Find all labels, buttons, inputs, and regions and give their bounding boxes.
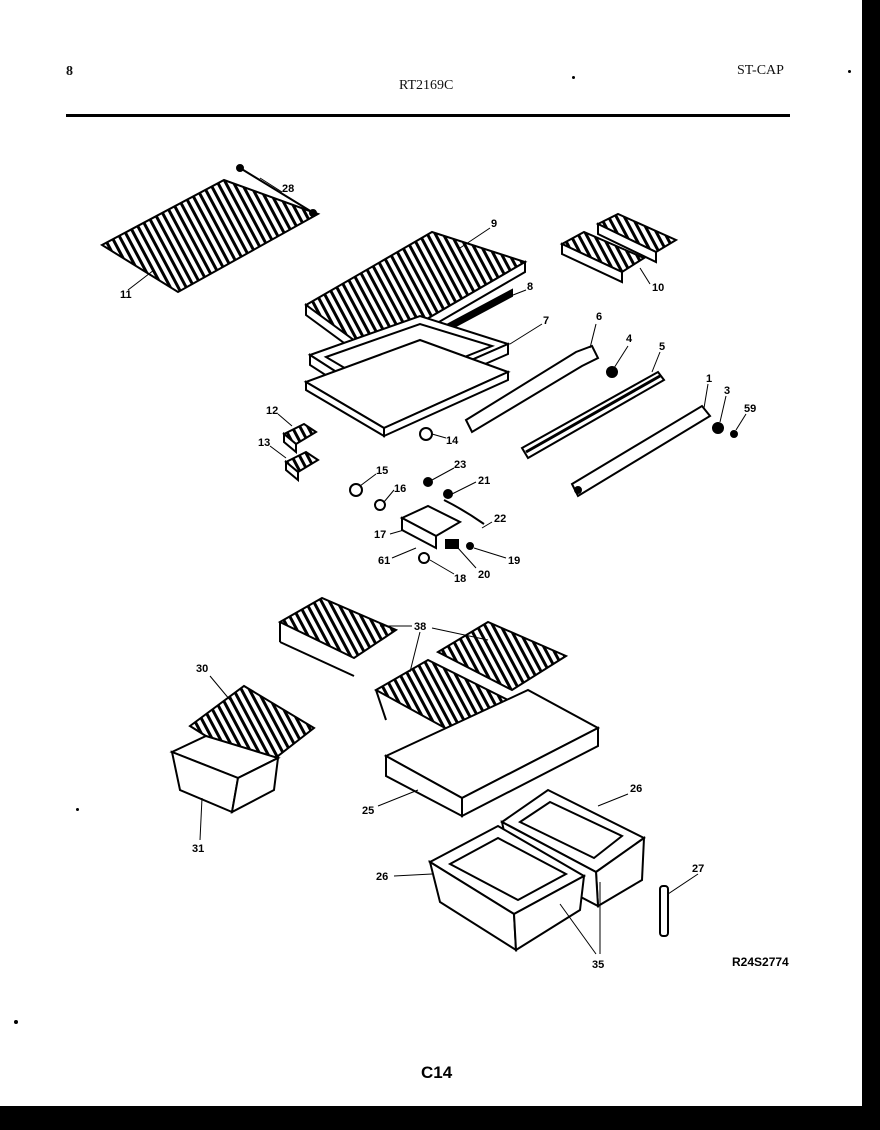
scan-speck [14, 1020, 18, 1024]
callout-1: 1 [706, 373, 712, 385]
clip-13 [284, 450, 320, 483]
callout-7: 7 [543, 315, 549, 327]
callout-17: 17 [374, 529, 386, 541]
fastener-3 [712, 422, 724, 434]
diagram-reference-number: R24S2774 [732, 955, 789, 969]
callout-labels: 28 11 9 10 8 7 6 4 5 1 3 59 12 13 14 15 … [120, 183, 756, 971]
callout-35: 35 [592, 959, 604, 971]
crisper-drawer-left [427, 824, 587, 952]
scan-speck [848, 70, 851, 73]
callout-30: 30 [196, 663, 208, 675]
bushing-14 [419, 427, 433, 441]
parts-diagram-page: 8 RT2169C ST-CAP [0, 0, 862, 1106]
wire-shelf-right-upper [435, 620, 569, 692]
callout-21: 21 [478, 475, 490, 487]
crisper-cover [383, 688, 601, 818]
callout-10: 10 [652, 282, 664, 294]
ice-trays [559, 212, 679, 284]
scan-speck [76, 808, 79, 811]
callout-25: 25 [362, 805, 374, 817]
callout-22: 22 [494, 513, 506, 525]
callout-8: 8 [527, 281, 533, 293]
callout-31: 31 [192, 843, 204, 855]
callout-14: 14 [446, 435, 459, 447]
clip-12 [282, 422, 318, 455]
callout-13: 13 [258, 437, 270, 449]
callout-16: 16 [394, 483, 406, 495]
support-rod-27 [659, 885, 669, 937]
model-number: RT2169C [399, 78, 454, 93]
callout-9: 9 [491, 218, 497, 230]
callout-3: 3 [724, 385, 730, 397]
page-index: 8 [66, 64, 73, 79]
callout-23: 23 [454, 459, 466, 471]
callout-12: 12 [266, 405, 278, 417]
glass-shelf [303, 338, 511, 438]
callout-28: 28 [282, 183, 294, 195]
left-crisper-drawer [169, 734, 281, 814]
callout-61: 61 [378, 555, 390, 567]
freezer-wire-shelf [99, 164, 321, 294]
page-code: C14 [421, 1063, 453, 1082]
callout-20: 20 [478, 569, 490, 581]
callout-6: 6 [596, 311, 602, 323]
rail-1 [570, 404, 712, 498]
rail-5 [520, 370, 666, 460]
callout-4: 4 [626, 333, 633, 345]
callout-19: 19 [508, 555, 520, 567]
callout-15: 15 [376, 465, 388, 477]
wire-shelf-left [277, 596, 399, 677]
callout-18: 18 [454, 573, 466, 585]
callout-38: 38 [414, 621, 426, 633]
screw-59 [730, 430, 738, 438]
shelf-bracket-6 [464, 344, 600, 434]
callout-5: 5 [659, 341, 665, 353]
callout-26-right: 26 [630, 783, 642, 795]
fastener-4 [606, 366, 618, 378]
control-housing-assembly [349, 477, 485, 564]
callout-59: 59 [744, 403, 756, 415]
callout-27: 27 [692, 863, 704, 875]
header-rule [66, 114, 790, 117]
callout-26-left: 26 [376, 871, 388, 883]
callout-11: 11 [120, 289, 132, 301]
section-code: ST-CAP [737, 63, 784, 78]
leader-lines [127, 177, 747, 955]
exploded-view-diagram: 28 11 9 10 8 7 6 4 5 1 3 59 12 13 14 15 … [99, 164, 756, 971]
scan-speck [572, 76, 575, 79]
